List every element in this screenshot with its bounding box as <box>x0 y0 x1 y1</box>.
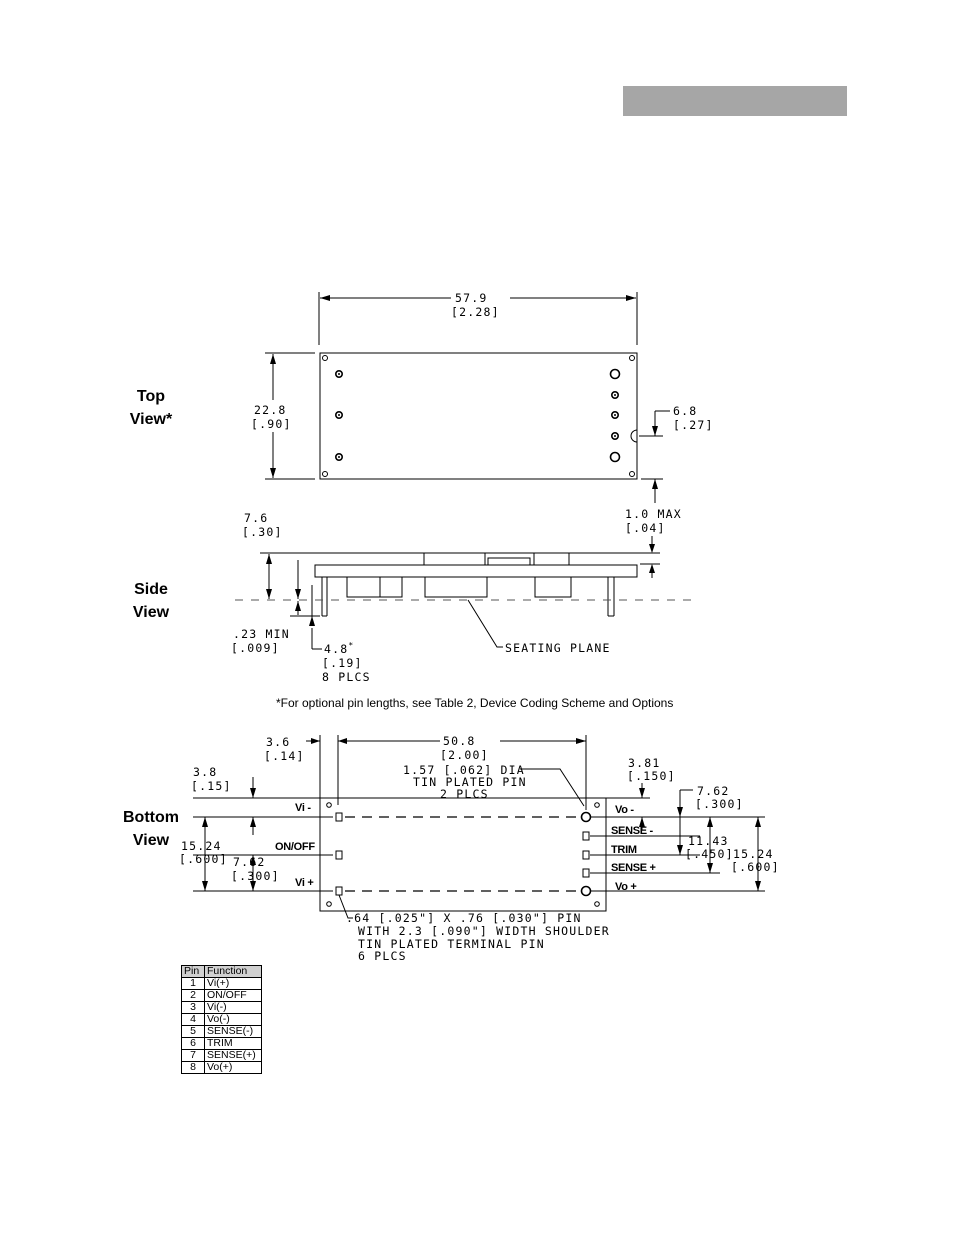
table-header-row: Pin Function <box>181 965 262 978</box>
pin-function: Vo(+) <box>204 1061 262 1074</box>
dim-1524l-in: [.600] <box>179 852 228 866</box>
pin-note-3: TIN PLATED TERMINAL PIN <box>358 937 545 951</box>
dim-max-mm: 1.0 MAX <box>625 507 682 521</box>
dim-1524l-mm: 15.24 <box>181 839 222 853</box>
header-bar <box>623 86 847 116</box>
top-view: 57.9 [2.28] 22.8 [.90] <box>251 291 714 503</box>
dim-762l-in: [.300] <box>231 869 280 883</box>
label-sense-minus: SENSE - <box>611 825 654 837</box>
dim-1143-in: [.450] <box>685 847 734 861</box>
pin-number: 6 <box>181 1037 205 1050</box>
dim-38-mm: 3.8 <box>193 765 217 779</box>
pin-note-4: 6 PLCS <box>358 949 407 963</box>
label-vi-plus: Vi + <box>295 877 313 889</box>
dim-width-in: [.90] <box>251 417 292 431</box>
pin-length-footnote: *For optional pin lengths, see Table 2, … <box>276 696 674 710</box>
pin-function: Vi(-) <box>204 1001 262 1014</box>
dim-pin-mm: 4.8* <box>324 641 354 656</box>
pin-number: 4 <box>181 1013 205 1026</box>
dim-notch-in: [.27] <box>673 418 714 432</box>
dim-381-in: [.150] <box>627 769 676 783</box>
dim-min-in: [.009] <box>231 641 280 655</box>
dim-381-mm: 3.81 <box>628 756 661 770</box>
dia-note-1: 1.57 [.062] DIA <box>403 763 525 777</box>
side-view: 1.0 MAX [.04] SEATING PLANE 7.6 <box>231 507 695 684</box>
seating-plane-label: SEATING PLANE <box>505 641 611 655</box>
dim-min-mm: .23 MIN <box>233 627 290 641</box>
pin-function: SENSE(+) <box>204 1049 262 1062</box>
dim-1524r-in: [.600] <box>731 860 780 874</box>
dim-508-mm: 50.8 <box>443 734 476 748</box>
dim-762r-mm: 7.62 <box>697 784 730 798</box>
label-trim: TRIM <box>611 844 637 856</box>
label-vi-minus: Vi - <box>295 802 311 814</box>
dim-762l-mm: 7.62 <box>233 855 266 869</box>
dim-height-in: [.30] <box>242 525 283 539</box>
pin-number: 5 <box>181 1025 205 1038</box>
pin-number: 1 <box>181 977 205 990</box>
dim-38-in: [.15] <box>191 779 232 793</box>
pin-function: Vo(-) <box>204 1013 262 1026</box>
dia-note-3: 2 PLCS <box>440 787 489 801</box>
label-vo-minus: Vo - <box>615 804 634 816</box>
label-onoff: ON/OFF <box>275 841 315 853</box>
label-sense-plus: SENSE + <box>611 862 656 874</box>
dim-pin-in: [.19] <box>322 656 363 670</box>
dim-length-mm: 57.9 <box>455 291 488 305</box>
pin-function: SENSE(-) <box>204 1025 262 1038</box>
dim-max-in: [.04] <box>625 521 666 535</box>
pin-function: TRIM <box>204 1037 262 1050</box>
dim-762r-in: [.300] <box>695 797 744 811</box>
pin-number: 2 <box>181 989 205 1002</box>
dim-36-mm: 3.6 <box>266 735 290 749</box>
pin-function: Vi(+) <box>204 977 262 990</box>
dim-height-mm: 7.6 <box>244 511 268 525</box>
header-pin: Pin <box>181 965 205 978</box>
pin-note-2: WITH 2.3 [.090"] WIDTH SHOULDER <box>358 924 610 938</box>
dim-pin-count: 8 PLCS <box>322 670 371 684</box>
dim-36-in: [.14] <box>264 749 305 763</box>
dim-width-mm: 22.8 <box>254 403 287 417</box>
pin-number: 7 <box>181 1049 205 1062</box>
header-function: Function <box>204 965 262 978</box>
dim-length-in: [2.28] <box>451 305 500 319</box>
dim-508-in: [2.00] <box>440 748 489 762</box>
pin-number: 3 <box>181 1001 205 1014</box>
pin-function: ON/OFF <box>204 989 262 1002</box>
label-vo-plus: Vo + <box>615 881 637 893</box>
dim-1143-mm: 11.43 <box>688 834 729 848</box>
pin-number: 8 <box>181 1061 205 1074</box>
pin-note-1: .64 [.025"] X .76 [.030"] PIN <box>346 911 582 925</box>
dim-notch-mm: 6.8 <box>673 404 697 418</box>
dim-1524r-mm: 15.24 <box>733 847 774 861</box>
dia-note-2: TIN PLATED PIN <box>413 775 527 789</box>
bottom-view: 3.6 [.14] 50.8 [2.00] 3.8 [.15] 1.57 [.0… <box>179 734 780 963</box>
